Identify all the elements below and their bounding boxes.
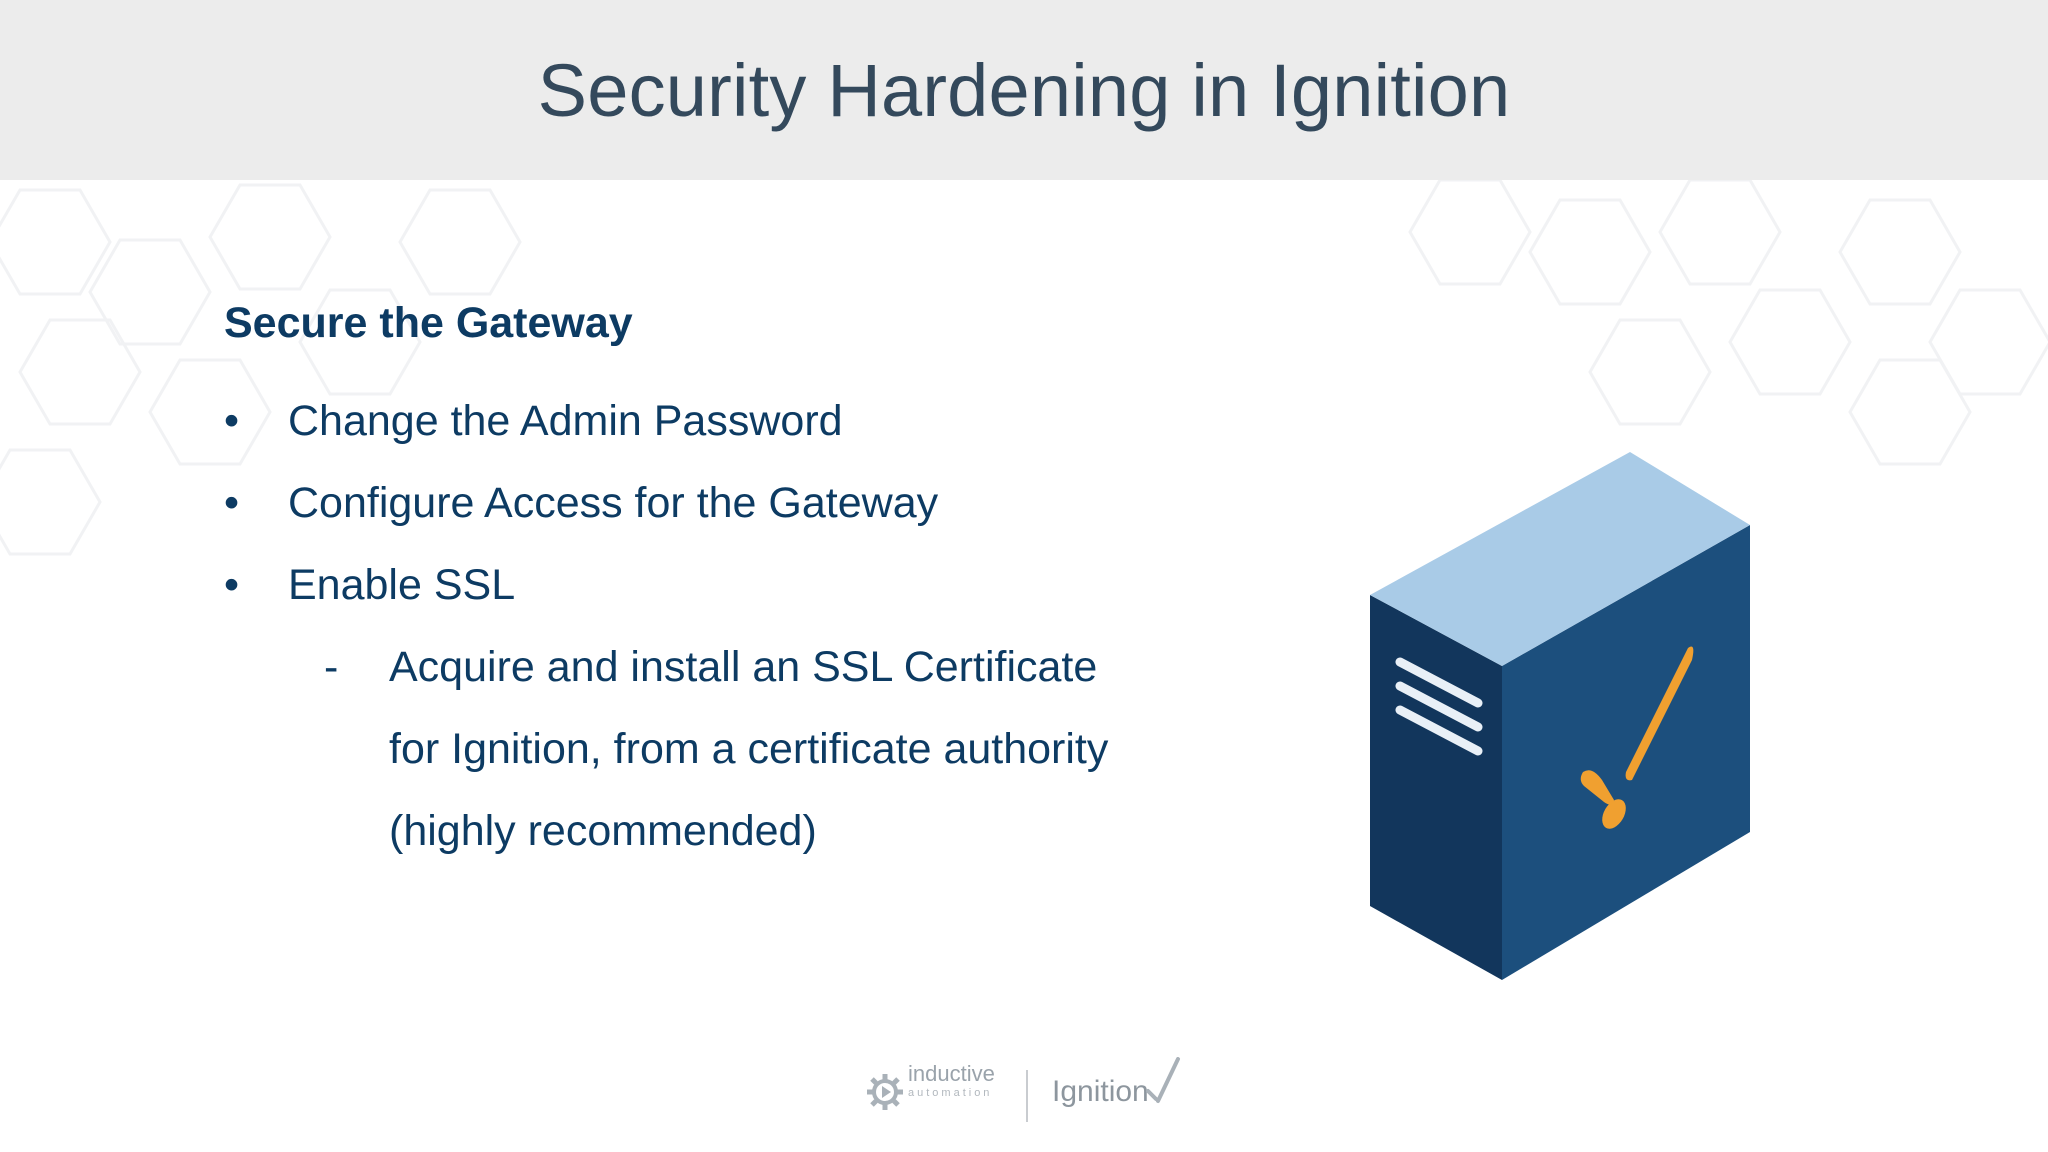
- bullet-marker: •: [224, 397, 240, 445]
- product-logo-text: Ignition: [1052, 1075, 1149, 1108]
- company-logo-subtext: automation: [908, 1087, 993, 1099]
- sub-bullet-line: (highly recommended): [389, 807, 817, 855]
- server-icon: [1370, 452, 1750, 980]
- sub-bullet-line: for Ignition, from a certificate authori…: [389, 725, 1109, 773]
- header-band: [0, 0, 2048, 180]
- sub-bullet-item: - Acquire and install an SSL Certificate…: [324, 626, 1209, 872]
- server-right-face: [1502, 525, 1750, 980]
- slide-title: Security Hardening in Ignition: [537, 48, 1511, 132]
- section-heading: Secure the Gateway: [224, 299, 633, 347]
- bullet-text: Enable SSL: [288, 561, 516, 609]
- bullet-marker: •: [224, 561, 240, 609]
- bullet-item: • Enable SSL: [224, 544, 1209, 626]
- hexagon-pattern-background: [0, 180, 2048, 556]
- sub-bullet-marker: -: [324, 643, 339, 691]
- gear-icon: [867, 1074, 903, 1110]
- ignition-check-icon: [1580, 646, 1694, 829]
- bullet-item: • Configure Access for the Gateway: [224, 462, 1209, 544]
- footer-logos: inductive automation Ignition: [860, 1055, 1190, 1125]
- bullet-text: Configure Access for the Gateway: [288, 479, 939, 527]
- vent-lines-icon: [1395, 657, 1483, 756]
- sub-bullet-line: Acquire and install an SSL Certificate: [389, 643, 1098, 691]
- sub-bullet-text: Acquire and install an SSL Certificate f…: [389, 626, 1209, 872]
- server-top-face: [1370, 452, 1750, 666]
- bullet-item: • Change the Admin Password: [224, 380, 1209, 462]
- logo-divider: [1026, 1070, 1028, 1122]
- bullet-text: Change the Admin Password: [288, 397, 843, 445]
- company-logo-text: inductive: [908, 1061, 995, 1086]
- check-mark-icon: [1146, 1057, 1180, 1103]
- slide-content: Secure the Gateway • Change the Admin Pa…: [224, 292, 1209, 872]
- bullet-marker: •: [224, 479, 240, 527]
